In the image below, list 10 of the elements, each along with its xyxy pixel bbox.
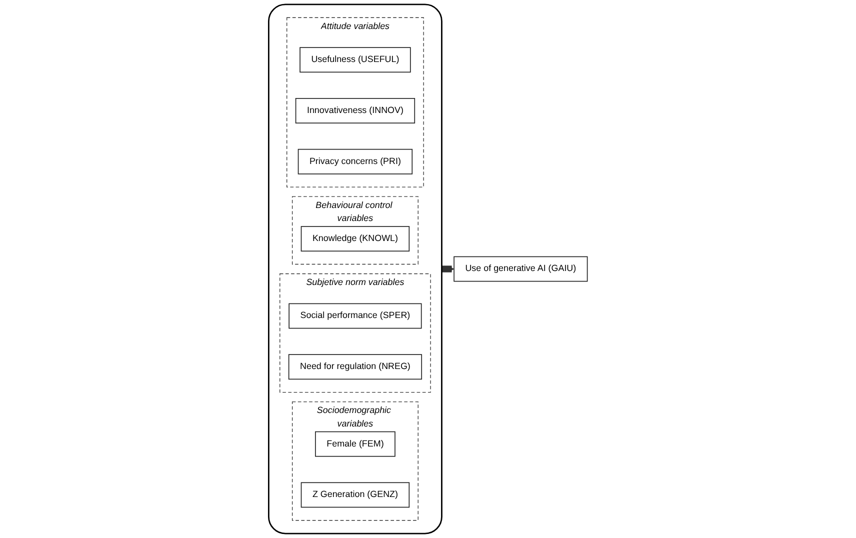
node-box: Need for regulation (NREG)	[288, 354, 422, 380]
node-box: Use of generative AI (GAIU)	[454, 256, 588, 282]
node-box: Privacy concerns (PRI)	[298, 148, 413, 174]
node-box: Z Generation (GENZ)	[300, 482, 410, 508]
node-box: Usefulness (USEFUL)	[300, 47, 411, 73]
node-box: Social performance (SPER)	[288, 303, 422, 329]
node-box: Knowledge (KNOWL)	[300, 226, 410, 252]
cluster	[268, 4, 442, 534]
node-box: Female (FEM)	[315, 431, 396, 457]
node-box: Innovativeness (INNOV)	[295, 98, 416, 124]
